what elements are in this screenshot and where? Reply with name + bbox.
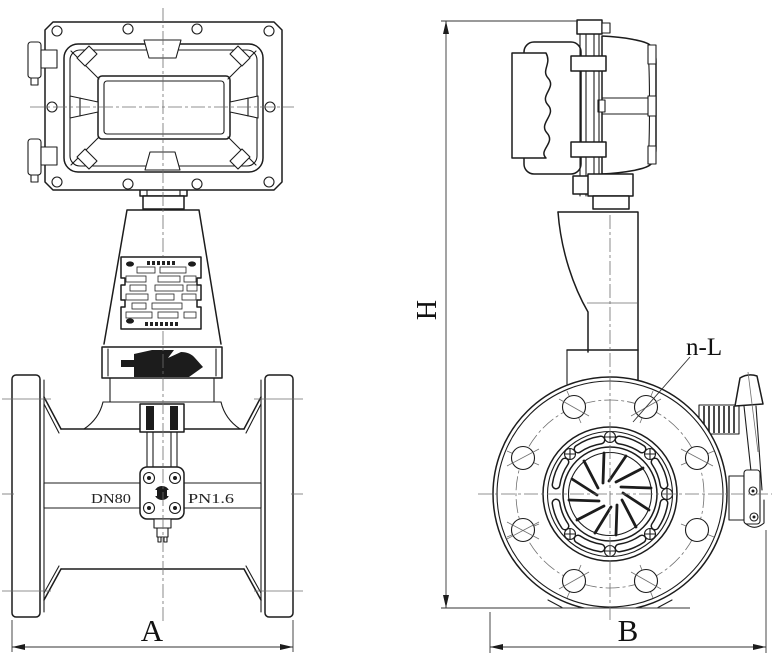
nameplate [120,256,202,330]
head-plate-bolt-holes [46,23,276,190]
nameplate-fields [125,266,198,319]
side-head [511,19,657,210]
n-l-label: n-L [686,334,722,361]
dimension-A: A [11,613,294,652]
dimension-B: B [489,530,767,653]
nameplate-title-marks [145,261,178,326]
bolt-callout: n-L [632,334,722,423]
dn-marking: DN80 [91,492,131,507]
dim-h-label: H [412,300,443,320]
front-body [11,374,294,618]
window-corner-clamps [70,45,257,170]
arrowhead [280,644,293,650]
hand-pump-bracket [728,469,765,528]
side-view: n-L H B [412,19,772,653]
flow-direction-icon [121,350,203,377]
sensor-assembly [139,403,185,543]
front-right-flange [264,374,294,618]
window-edge-clamps [69,39,259,171]
nameplate-rivets [126,261,196,324]
arrowhead [753,644,766,650]
side-centerlines [478,215,772,620]
ring-screws [563,430,674,558]
head-hinges [27,41,58,183]
pump-lever-grip [734,374,764,407]
arrowhead [12,644,25,650]
hand-pump-rear [698,371,764,491]
head-plate [44,21,283,191]
arrowhead [490,644,503,650]
dimension-H: H [412,20,690,609]
sensor-plate-bolts [142,471,182,515]
pn-marking: PN1.6 [188,492,234,507]
arrowhead [443,21,449,34]
flange-bolt-holes [506,390,715,599]
arrowhead [443,595,449,608]
dim-a-label: A [141,613,164,648]
head-back-cover [511,52,552,159]
side-neck [587,173,634,197]
front-head [27,21,283,191]
side-column [557,211,639,385]
front-centerlines [2,8,303,624]
dim-b-label: B [618,613,639,648]
turbine-blades [567,451,653,537]
front-left-flange [11,374,41,618]
front-view: DN80 PN1.6 [2,8,303,652]
retainer-ring [542,426,678,562]
